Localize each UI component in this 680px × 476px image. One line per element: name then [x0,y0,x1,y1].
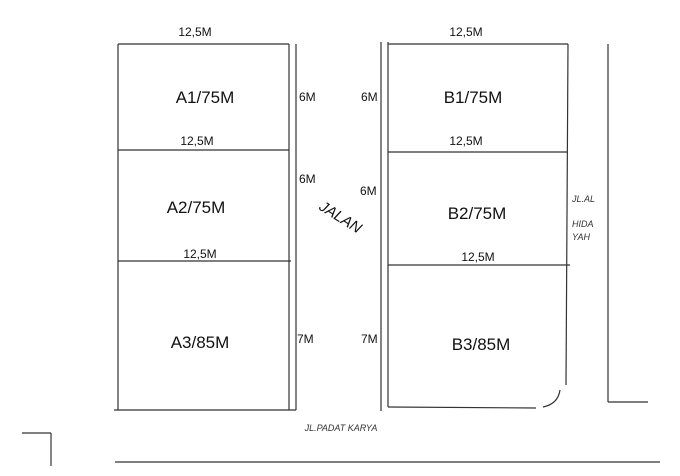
road-label-bottom: JL.PADAT KARYA [304,423,378,433]
width-a-top: 12,5M [178,25,211,39]
lot-b2: B2/75M [448,204,507,223]
depth-b2: 6M [360,184,377,198]
road-label-right-3: YAH [572,232,591,242]
width-a23: 12,5M [183,247,216,261]
lot-a1: A1/75M [176,88,235,107]
depth-b3: 7M [361,332,378,346]
road-label-right-1: JL.AL [571,194,595,204]
width-b12: 12,5M [449,134,482,148]
width-b23: 12,5M [461,250,494,264]
width-b-top: 12,5M [449,25,482,39]
depth-a2: 6M [299,172,316,186]
road-label-jalan: JALAN [315,197,365,237]
lot-b1: B1/75M [444,88,503,107]
depth-a1: 6M [299,90,316,104]
lot-b3: B3/85M [452,335,511,354]
lot-a3: A3/85M [171,333,230,352]
block-a-outline [114,43,297,411]
road-label-right-2: HIDA [572,219,594,229]
lot-a2: A2/75M [167,198,226,217]
depth-b1: 6M [361,90,378,104]
block-b-outline [380,42,570,411]
width-a12: 12,5M [180,134,213,148]
road-edges [22,44,660,466]
depth-a3: 7M [297,332,314,346]
